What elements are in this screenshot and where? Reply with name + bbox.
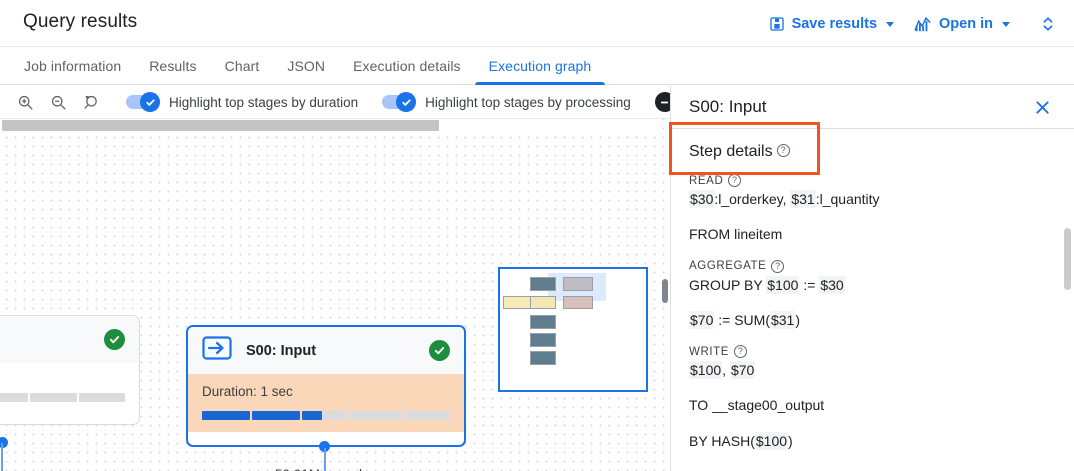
graph-minimap[interactable] (498, 267, 648, 392)
help-icon[interactable]: ? (728, 174, 742, 187)
section-label-write: WRITE ? (689, 345, 1056, 359)
input-arrow-icon (202, 335, 232, 366)
open-in-label: Open in (939, 16, 993, 32)
section-aggregate-line-2: $70 := SUM($31) (689, 310, 801, 329)
tab-job-information[interactable]: Job information (24, 57, 122, 74)
chevron-down-icon (886, 21, 895, 27)
step-details-heading: Step details ? (689, 143, 1056, 161)
minimap-node (563, 277, 593, 291)
toggle-processing-switch[interactable] (382, 92, 417, 112)
edge-line (1, 443, 3, 471)
minimap-node (563, 296, 593, 309)
minimap-node (530, 333, 556, 347)
edge-line (324, 448, 326, 471)
minimap-node (530, 296, 556, 309)
save-results-label: Save results (791, 16, 878, 32)
chevron-down-icon (1002, 21, 1010, 27)
edge-record-count-label: 59.01M records (275, 467, 369, 471)
zoom-controls (0, 91, 102, 113)
tab-bar: Job information Results Chart JSON Execu… (0, 46, 1074, 85)
toggle-duration-switch[interactable] (126, 92, 160, 112)
header-actions: Save results Open in (761, 8, 1064, 40)
section-aggregate-line-1: GROUP BY $100 := $30 (689, 275, 845, 294)
node-duration-label: Duration: 1 sec (202, 384, 293, 399)
graph-node-partial-top[interactable] (0, 315, 140, 425)
toggle-highlight-duration[interactable]: Highlight top stages by duration (126, 92, 359, 112)
panel-divider (671, 128, 1074, 129)
close-icon[interactable] (1028, 93, 1056, 121)
toggle-duration-label: Highlight top stages by duration (169, 94, 359, 110)
tab-results[interactable]: Results (149, 57, 197, 74)
open-in-button[interactable]: Open in (906, 10, 1018, 38)
edge-connector-dot (319, 441, 330, 452)
save-results-button[interactable]: Save results (761, 10, 902, 38)
tab-execution-graph[interactable]: Execution graph (474, 47, 606, 85)
graph-vscroll-thumb[interactable] (662, 279, 668, 303)
minimap-node (530, 351, 556, 365)
graph-hscroll-thumb[interactable] (2, 120, 439, 131)
minimap-node (503, 296, 533, 309)
tab-json[interactable]: JSON (287, 57, 326, 74)
zoom-out-icon[interactable] (47, 91, 69, 113)
node-title: S00: Input (246, 342, 317, 359)
panel-title: S00: Input (689, 97, 767, 116)
tab-chart[interactable]: Chart (224, 57, 260, 74)
graph-toolbar: Highlight top stages by duration Highlig… (0, 86, 689, 119)
check-circle-icon (104, 329, 125, 350)
minimap-node (530, 315, 556, 329)
section-write-line-2: TO __stage00_output (689, 397, 825, 414)
page-title: Query results (23, 11, 138, 32)
section-write-line-1: $100, $70 (689, 361, 756, 380)
edge-connector-dot (0, 437, 8, 448)
minimap-node (530, 277, 556, 291)
help-icon[interactable]: ? (776, 144, 790, 157)
step-details-label: Step details (689, 143, 773, 160)
panel-content: Step details ? READ ? $30:l_orderkey, $3… (671, 129, 1074, 451)
help-icon[interactable]: ? (734, 345, 748, 359)
tab-execution-details[interactable]: Execution details (353, 57, 461, 74)
unfold-more-icon[interactable] (1032, 8, 1064, 40)
duration-bar (202, 411, 450, 420)
node-header: S00: Input (188, 327, 464, 374)
save-icon (769, 16, 785, 32)
step-details-panel: S00: Input Step details ? READ ? $30:l_o… (670, 86, 1074, 471)
node-body (0, 363, 139, 414)
section-read-line-2: FROM lineitem (689, 226, 783, 243)
toggle-processing-label: Highlight top stages by processing (425, 94, 631, 110)
panel-header: S00: Input (671, 86, 1074, 128)
section-label-read: READ ? (689, 174, 1056, 187)
section-label-aggregate: AGGREGATE ? (689, 259, 1056, 273)
help-icon[interactable]: ? (771, 259, 785, 273)
section-write-line-3: BY HASH($100) (689, 431, 793, 450)
chart-bars-icon (914, 16, 932, 32)
execution-graph-canvas[interactable]: S00: Input Duration: 1 sec 59.01M record… (0, 119, 670, 471)
toggle-highlight-processing[interactable]: Highlight top stages by processing (382, 92, 631, 112)
node-body: Duration: 1 sec (188, 374, 464, 432)
panel-scrollbar-thumb[interactable] (1064, 228, 1071, 290)
node-header (0, 316, 139, 363)
graph-node-s00-input[interactable]: S00: Input Duration: 1 sec (186, 325, 466, 447)
app-header: Query results Save results (0, 0, 1074, 46)
duration-bar (0, 393, 126, 402)
zoom-reset-icon[interactable] (80, 91, 102, 113)
zoom-in-icon[interactable] (14, 91, 36, 113)
check-circle-icon (429, 340, 450, 361)
section-read-line-1: $30:l_orderkey, $31:l_quantity (689, 190, 880, 208)
graph-horizontal-scrollbar[interactable] (0, 119, 662, 132)
